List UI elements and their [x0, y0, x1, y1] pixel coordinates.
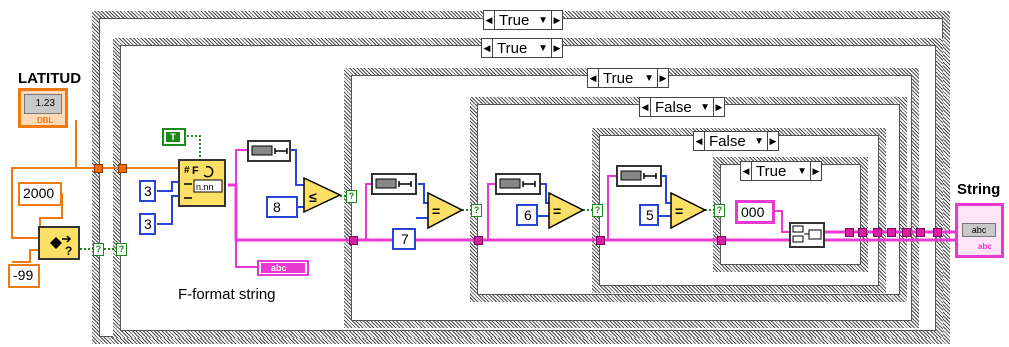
length-5-constant[interactable]: 5 [639, 204, 659, 226]
tunnel-bool-2: ? [116, 243, 127, 256]
tunnel-str-10 [916, 228, 925, 237]
case-selector-3[interactable]: ◀ True ▼ ▶ [587, 68, 669, 88]
next-case-icon[interactable]: ▶ [767, 132, 778, 150]
tunnel-bool-3: ? [346, 190, 357, 203]
svg-text:n.nn: n.nn [196, 182, 214, 192]
string-display: abc [962, 223, 996, 237]
tunnel-bool-5: ? [592, 204, 603, 217]
prev-case-icon[interactable]: ◀ [482, 39, 493, 57]
tunnel-str-11 [933, 228, 942, 237]
wire-latitud-select [11, 167, 76, 239]
string-length-icon [375, 178, 412, 189]
precision-constant[interactable]: 3 [139, 213, 156, 235]
case-selector-1[interactable]: ◀ True ▼ ▶ [483, 10, 563, 30]
prev-case-icon[interactable]: ◀ [484, 11, 495, 29]
next-case-icon[interactable]: ▶ [657, 69, 668, 87]
year-constant[interactable]: 2000 [18, 182, 62, 206]
case-selector-6[interactable]: ◀ True ▼ ▶ [740, 161, 822, 181]
wire-neg [12, 249, 40, 263]
tunnel-str-1 [349, 236, 358, 245]
prev-case-icon[interactable]: ◀ [640, 98, 651, 116]
latitud-label: LATITUD [18, 70, 82, 87]
string-label: String [957, 181, 1001, 198]
case-selector-2[interactable]: ◀ True ▼ ▶ [481, 38, 563, 58]
next-case-icon[interactable]: ▶ [810, 162, 821, 180]
dropdown-arrow-icon[interactable]: ▼ [538, 42, 548, 54]
string-length-icon [251, 145, 288, 156]
dropdown-arrow-icon[interactable]: ▼ [700, 101, 710, 113]
numeric-icon: 1.23 [24, 94, 62, 114]
tunnel-dbl-2 [118, 164, 127, 173]
tunnel-bool-4: ? [471, 204, 482, 217]
svg-text:?: ? [65, 244, 72, 258]
case-selector-4[interactable]: ◀ False ▼ ▶ [639, 97, 725, 117]
dropdown-arrow-icon[interactable]: ▼ [754, 135, 764, 147]
tunnel-str-7 [873, 228, 882, 237]
string-indicator[interactable]: abc abc [955, 203, 1004, 258]
tunnel-str-9 [902, 228, 911, 237]
width-constant[interactable]: 3 [139, 180, 156, 202]
fformat-icon: # F n.nn [184, 165, 223, 199]
length-8-constant[interactable]: 8 [266, 196, 298, 218]
tunnel-str-3 [596, 236, 605, 245]
concatenate-strings-node[interactable] [789, 222, 825, 248]
length-6-constant[interactable]: 6 [516, 204, 538, 226]
string-type-label: abc [978, 242, 992, 251]
select-icon: ? [50, 235, 72, 258]
next-case-icon[interactable]: ▶ [551, 11, 562, 29]
next-case-icon[interactable]: ▶ [713, 98, 724, 116]
true-constant[interactable]: T [162, 128, 186, 146]
tunnel-str-8 [887, 228, 896, 237]
number-to-fformat-node[interactable]: # F n.nn [178, 159, 226, 207]
next-case-icon[interactable]: ▶ [551, 39, 562, 57]
dropdown-arrow-icon[interactable]: ▼ [538, 14, 548, 26]
length-7-constant[interactable]: 7 [392, 228, 416, 250]
string-length-node-4[interactable] [616, 165, 662, 187]
neg-constant[interactable]: -99 [8, 264, 40, 288]
dbl-type-label: DBL [37, 116, 54, 125]
dropdown-arrow-icon[interactable]: ▼ [644, 72, 654, 84]
tunnel-bool-6: ? [714, 204, 725, 217]
select-node[interactable]: ? [38, 226, 80, 260]
tunnel-str-4 [717, 236, 726, 245]
svg-text:F: F [192, 165, 199, 177]
string-length-icon [620, 170, 657, 181]
zeros-string-constant[interactable]: 000 [735, 200, 775, 224]
wire-2000 [39, 193, 63, 228]
string-length-node-2[interactable] [371, 173, 417, 195]
latitud-control[interactable]: 1.23 DBL [18, 88, 68, 128]
concatenate-icon [792, 225, 822, 243]
tunnel-dbl-1 [94, 164, 103, 173]
svg-text:#: # [184, 165, 190, 176]
tunnel-bool-1: ? [93, 243, 104, 256]
tunnel-str-6 [858, 228, 867, 237]
fformat-string-indicator[interactable]: abc [257, 260, 309, 276]
string-length-icon [499, 178, 536, 189]
prev-case-icon[interactable]: ◀ [588, 69, 599, 87]
case-selector-5[interactable]: ◀ False ▼ ▶ [693, 131, 779, 151]
tunnel-str-2 [474, 236, 483, 245]
string-length-node-1[interactable] [247, 140, 291, 162]
string-length-node-3[interactable] [495, 173, 541, 195]
prev-case-icon[interactable]: ◀ [694, 132, 705, 150]
dropdown-arrow-icon[interactable]: ▼ [797, 165, 807, 177]
tunnel-str-5 [845, 228, 854, 237]
fformat-label: F-format string [178, 286, 276, 303]
prev-case-icon[interactable]: ◀ [741, 162, 752, 180]
